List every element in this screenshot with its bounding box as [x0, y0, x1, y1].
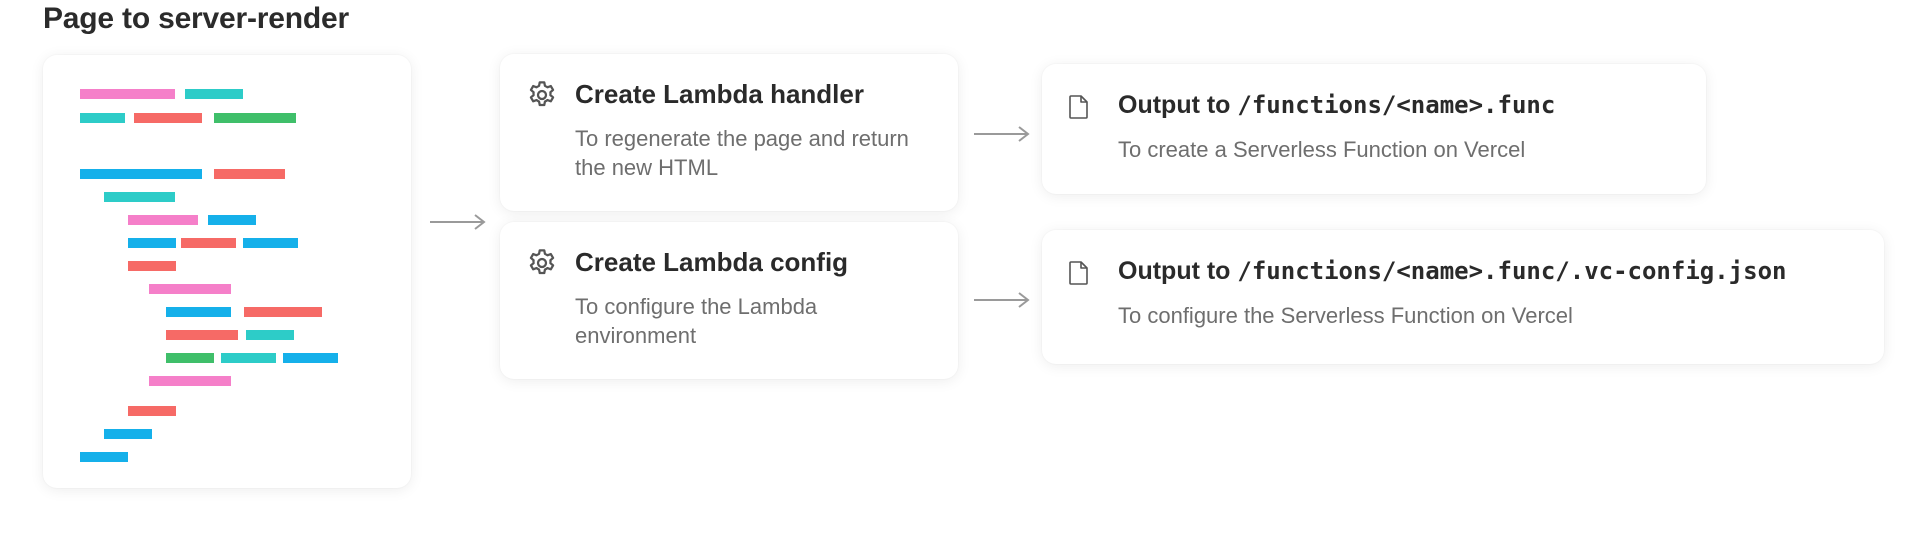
file-icon: [1069, 95, 1088, 119]
code-line-bar: [149, 284, 231, 294]
code-line-bar: [221, 353, 276, 363]
code-line-bar: [128, 261, 176, 271]
code-line-bar: [166, 330, 238, 340]
code-line-bar: [134, 113, 202, 123]
page-title: Page to server-render: [43, 2, 349, 35]
code-line-bar: [128, 238, 176, 248]
arrow-right-icon: [974, 126, 1030, 142]
code-illustration-card: [43, 55, 411, 488]
output-card-vc-config: Output to /functions/<name>.func/.vc-con…: [1042, 230, 1884, 364]
code-line-bar: [128, 215, 198, 225]
code-line-bar: [166, 353, 214, 363]
step-card-lambda-config: Create Lambda config To configure the La…: [500, 222, 958, 379]
output-title: Output to /functions/<name>.func/.vc-con…: [1118, 257, 1786, 286]
code-line-bar: [181, 238, 236, 248]
code-line-bar: [246, 330, 294, 340]
code-line-bar: [80, 89, 175, 99]
file-icon: [1069, 261, 1088, 285]
step-description: To configure the Lambda environment: [575, 294, 818, 348]
step-card-lambda-handler: Create Lambda handler To regenerate the …: [500, 54, 958, 211]
output-path: /functions/<name>.func/.vc-config.json: [1237, 257, 1787, 285]
code-line-bar: [185, 89, 243, 99]
arrow-right-icon: [430, 214, 486, 230]
code-line-bar: [283, 353, 338, 363]
step-title: Create Lambda config: [575, 247, 849, 277]
output-description: To create a Serverless Function on Verce…: [1118, 137, 1526, 162]
gear-icon: [529, 249, 555, 275]
output-prefix: Output to: [1118, 91, 1238, 119]
code-line-bar: [243, 238, 298, 248]
arrow-right-icon: [974, 292, 1030, 308]
output-title: Output to /functions/<name>.func: [1118, 91, 1555, 120]
code-line-bar: [244, 307, 322, 317]
code-line-bar: [80, 452, 128, 462]
code-line-bar: [214, 113, 296, 123]
output-path: /functions/<name>.func: [1237, 91, 1556, 119]
code-illustration: [80, 89, 338, 462]
gear-icon: [529, 81, 555, 107]
code-line-bar: [214, 169, 285, 179]
code-line-bar: [80, 169, 202, 179]
code-line-bar: [104, 192, 175, 202]
output-prefix: Output to: [1118, 257, 1238, 285]
output-card-func: Output to /functions/<name>.func To crea…: [1042, 64, 1706, 194]
step-description: To regenerate the page and return the ne…: [575, 126, 909, 180]
code-line-bar: [166, 307, 231, 317]
code-line-bar: [128, 406, 176, 416]
code-line-bar: [104, 429, 152, 439]
output-description: To configure the Serverless Function on …: [1118, 303, 1573, 328]
code-line-bar: [208, 215, 256, 225]
step-title: Create Lambda handler: [575, 79, 864, 109]
code-line-bar: [149, 376, 231, 386]
code-line-bar: [80, 113, 125, 123]
